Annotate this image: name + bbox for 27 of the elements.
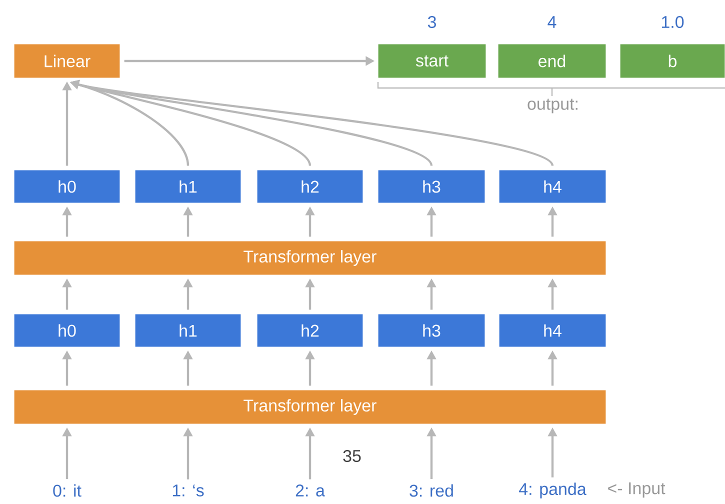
output-box: b — [620, 44, 725, 78]
output-box: start — [378, 44, 486, 78]
process-box: Linear — [14, 44, 120, 78]
output-box: end — [498, 44, 606, 78]
section-label: output: — [528, 98, 578, 114]
output-value: 3 — [428, 16, 436, 28]
hidden-state-box: h3 — [378, 314, 486, 348]
input-label: <- Input — [608, 482, 666, 498]
hidden-state-box: h2 — [256, 170, 364, 204]
hidden-state-box: h4 — [498, 170, 606, 204]
input-token: 2: a — [296, 484, 325, 497]
page-number: 35 — [343, 450, 361, 462]
input-token: 3: red — [410, 484, 453, 497]
layer-band: Transformer layer — [14, 240, 606, 276]
output-value: 4 — [548, 16, 556, 28]
hidden-state-box: h0 — [14, 170, 120, 204]
hidden-state-box: h1 — [134, 314, 242, 348]
hidden-state-box: h0 — [14, 314, 120, 348]
input-token: 1: ‘s — [172, 484, 204, 496]
layer-band: Transformer layer — [14, 390, 606, 424]
hidden-state-box: h4 — [498, 314, 606, 348]
input-token: 0: it — [53, 484, 82, 497]
hidden-state-box: h1 — [134, 170, 242, 204]
hidden-state-box: h2 — [256, 314, 364, 348]
hidden-state-box: h3 — [378, 170, 486, 204]
input-token: 4: panda — [519, 482, 586, 498]
output-value: 1.0 — [662, 16, 684, 28]
